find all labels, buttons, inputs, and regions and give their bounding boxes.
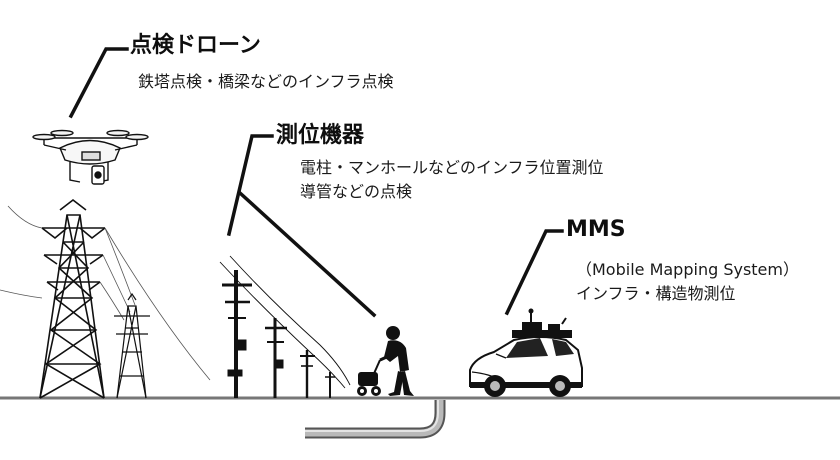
callout-lines (68, 47, 564, 318)
mms-callout-line (504, 229, 564, 316)
mms-car-icon (469, 308, 583, 397)
survey-description-line-2: 導管などの点検 (300, 182, 413, 201)
transmission-tower-large-icon (39, 198, 106, 399)
survey-description-line-1: 電柱・マンホールなどのインフラ位置測位 (300, 158, 604, 177)
underground-pipe (305, 400, 446, 439)
drone-icon (32, 129, 149, 185)
survey-device-title: 測位機器 (276, 123, 365, 148)
survey-cart-callout-line (237, 190, 377, 318)
drone-callout-line (68, 47, 129, 119)
transmission-tower-small-icon (114, 292, 150, 399)
person-with-survey-cart-icon (357, 326, 414, 396)
drone-title: 点検ドローン (130, 33, 261, 58)
mms-title: MMS (566, 217, 626, 242)
survey-device-description: 電柱・マンホールなどのインフラ位置測位 導管などの点検 (300, 156, 604, 204)
power-lines-left (0, 205, 211, 381)
drone-description: 鉄塔点検・橋梁などのインフラ点検 (138, 72, 394, 91)
mms-description: （Mobile Mapping System） インフラ・構造物測位 (576, 258, 799, 306)
survey-callout-line (226, 134, 274, 237)
utility-poles-icon (219, 255, 351, 398)
mms-description-line-1: （Mobile Mapping System） (576, 260, 799, 279)
mms-description-line-2: インフラ・構造物測位 (576, 284, 736, 303)
